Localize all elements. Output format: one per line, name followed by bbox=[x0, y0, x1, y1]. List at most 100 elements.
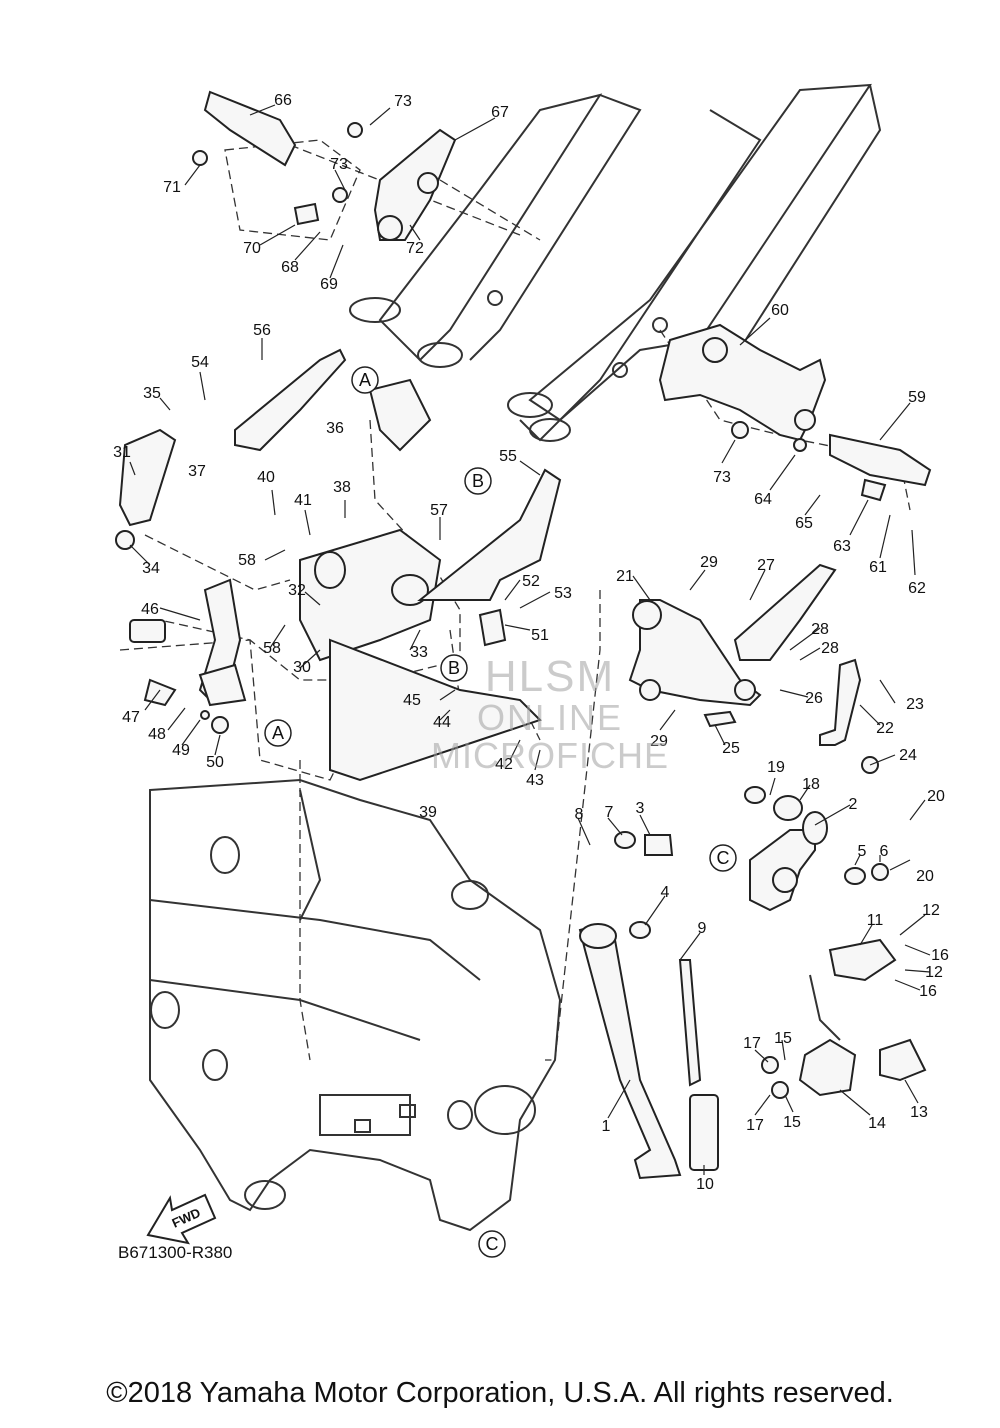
callout-33: 33 bbox=[410, 644, 428, 661]
callout-58b: 58 bbox=[263, 640, 281, 657]
ref-b-bottom bbox=[440, 654, 468, 682]
copyright-footer: ©2018 Yamaha Motor Corporation, U.S.A. A… bbox=[106, 1377, 894, 1409]
callout-20a: 20 bbox=[927, 788, 945, 805]
callout-5: 5 bbox=[858, 843, 867, 860]
callout-64: 64 bbox=[754, 491, 772, 508]
watermark-line-1: HLSM bbox=[484, 652, 616, 701]
callout-73b: 73 bbox=[330, 156, 348, 173]
callout-39: 39 bbox=[419, 804, 437, 821]
callout-27: 27 bbox=[757, 557, 775, 574]
callout-63: 63 bbox=[833, 538, 851, 555]
ref-c-right bbox=[709, 844, 737, 872]
spring-34 bbox=[115, 530, 135, 550]
callout-60: 60 bbox=[771, 302, 789, 319]
footpeg-31 bbox=[118, 428, 177, 527]
callout-17a: 17 bbox=[743, 1035, 761, 1052]
callout-3: 3 bbox=[636, 800, 645, 817]
drawing-code: B671300-R380 bbox=[118, 1243, 233, 1262]
sidestand-switch-14 bbox=[798, 1038, 857, 1097]
brake-pedal-39 bbox=[329, 638, 542, 782]
callout-25: 25 bbox=[722, 740, 740, 757]
callout-7: 7 bbox=[605, 804, 614, 821]
callout-66: 66 bbox=[274, 92, 292, 109]
ref-a-top-label: A bbox=[359, 370, 371, 390]
rear-subframe bbox=[349, 83, 882, 442]
switch-bracket-11 bbox=[828, 938, 897, 982]
heel-guard-36 bbox=[234, 348, 347, 452]
callout-29b: 29 bbox=[650, 733, 668, 750]
part-callouts: 1 2 3 4 5 6 7 8 9 10 11 12 12 13 14 15 1… bbox=[113, 92, 949, 1193]
callout-47: 47 bbox=[122, 709, 140, 726]
callout-12a: 12 bbox=[922, 902, 940, 919]
callout-57: 57 bbox=[430, 502, 448, 519]
callout-40: 40 bbox=[257, 469, 275, 486]
tube-10 bbox=[689, 1094, 719, 1171]
shift-lever-22 bbox=[819, 658, 862, 746]
ref-c-bottom-label: C bbox=[486, 1234, 499, 1254]
ref-a-bottom-label: A bbox=[272, 723, 284, 743]
ref-b-top bbox=[464, 467, 492, 495]
callout-28b: 28 bbox=[821, 640, 839, 657]
callout-68: 68 bbox=[281, 259, 299, 276]
watermark: HLSM ONLINE MICROFICHE bbox=[420, 655, 680, 775]
callout-58a: 58 bbox=[238, 552, 256, 569]
ref-a-bottom bbox=[264, 719, 292, 747]
main-frame bbox=[149, 778, 562, 1232]
callout-24: 24 bbox=[899, 747, 917, 764]
passenger-peg-59 bbox=[829, 433, 932, 487]
callout-20b: 20 bbox=[916, 868, 934, 885]
callout-8: 8 bbox=[575, 806, 584, 823]
callout-45: 45 bbox=[403, 692, 421, 709]
ref-c-bottom bbox=[478, 1230, 506, 1258]
switch-13 bbox=[879, 1038, 927, 1082]
callout-34: 34 bbox=[142, 560, 160, 577]
callout-41: 41 bbox=[294, 492, 312, 509]
callout-65: 65 bbox=[795, 515, 813, 532]
callout-16a: 16 bbox=[931, 947, 949, 964]
callout-16b: 16 bbox=[919, 983, 937, 1000]
callout-56: 56 bbox=[253, 322, 271, 339]
callout-2: 2 bbox=[849, 796, 858, 813]
passenger-peg-66 bbox=[203, 90, 297, 167]
callout-38: 38 bbox=[333, 479, 351, 496]
ref-b-top-label: B bbox=[472, 471, 484, 491]
callout-18: 18 bbox=[802, 776, 820, 793]
callout-22: 22 bbox=[876, 720, 894, 737]
callout-19: 19 bbox=[767, 759, 785, 776]
callout-14: 14 bbox=[868, 1115, 886, 1132]
heel-guard-27 bbox=[733, 563, 837, 661]
sidestand-1 bbox=[578, 923, 682, 1180]
fwd-arrow-icon: FWD bbox=[146, 1193, 217, 1245]
rider-footrest-left bbox=[115, 348, 562, 782]
callout-28a: 28 bbox=[811, 621, 829, 638]
callout-6: 6 bbox=[880, 843, 889, 860]
callout-51: 51 bbox=[531, 627, 549, 644]
callout-13: 13 bbox=[910, 1104, 928, 1121]
callout-42: 42 bbox=[495, 756, 513, 773]
callout-52: 52 bbox=[522, 573, 540, 590]
callout-35: 35 bbox=[143, 385, 161, 402]
callout-61: 61 bbox=[869, 559, 887, 576]
callout-11: 11 bbox=[867, 912, 884, 929]
callout-44: 44 bbox=[433, 714, 451, 731]
callout-50: 50 bbox=[206, 754, 224, 771]
callout-48: 48 bbox=[148, 726, 166, 743]
callout-53: 53 bbox=[554, 585, 572, 602]
callout-73a: 73 bbox=[394, 93, 412, 110]
leader-lines bbox=[129, 104, 931, 1175]
watermark-line-3: MICROFICHE bbox=[431, 735, 669, 776]
callout-23: 23 bbox=[906, 696, 924, 713]
callout-29a: 29 bbox=[700, 554, 718, 571]
callout-46: 46 bbox=[141, 601, 159, 618]
master-cylinder-bracket-55 bbox=[417, 468, 562, 601]
callout-72: 72 bbox=[406, 240, 424, 257]
callout-71: 71 bbox=[163, 179, 181, 196]
callout-1: 1 bbox=[602, 1118, 611, 1135]
callout-49: 49 bbox=[172, 742, 190, 759]
callout-36: 36 bbox=[326, 420, 344, 437]
ref-c-right-label: C bbox=[717, 848, 730, 868]
callout-15b: 15 bbox=[783, 1114, 801, 1131]
callout-55: 55 bbox=[499, 448, 517, 465]
callout-62: 62 bbox=[908, 580, 926, 597]
callout-32: 32 bbox=[288, 582, 306, 599]
